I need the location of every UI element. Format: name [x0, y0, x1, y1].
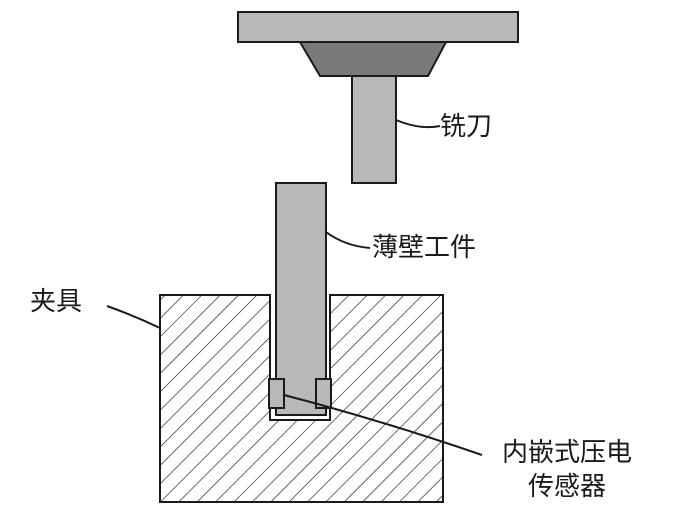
sensor-label-line2: 传感器	[527, 472, 606, 502]
sensor-label: 内嵌式压电 传感器	[482, 436, 652, 504]
fixture	[159, 294, 444, 503]
piezo-sensor-right	[315, 378, 332, 409]
cutter-label: 铣刀	[440, 112, 493, 142]
cutter-leader-line	[395, 119, 441, 129]
workpiece-label: 薄壁工件	[372, 233, 477, 263]
thin-wall-workpiece	[275, 182, 327, 416]
fixture-label: 夹具	[30, 287, 83, 317]
milling-cutter	[351, 75, 397, 184]
sensor-leader-line	[283, 394, 483, 456]
spindle-collet	[298, 41, 448, 77]
workpiece-leader-line	[325, 231, 371, 249]
spindle-plate	[237, 11, 519, 43]
piezo-sensor-left	[268, 378, 285, 409]
fixture-leader-line	[106, 305, 161, 329]
sensor-label-line1: 内嵌式压电	[501, 438, 632, 468]
